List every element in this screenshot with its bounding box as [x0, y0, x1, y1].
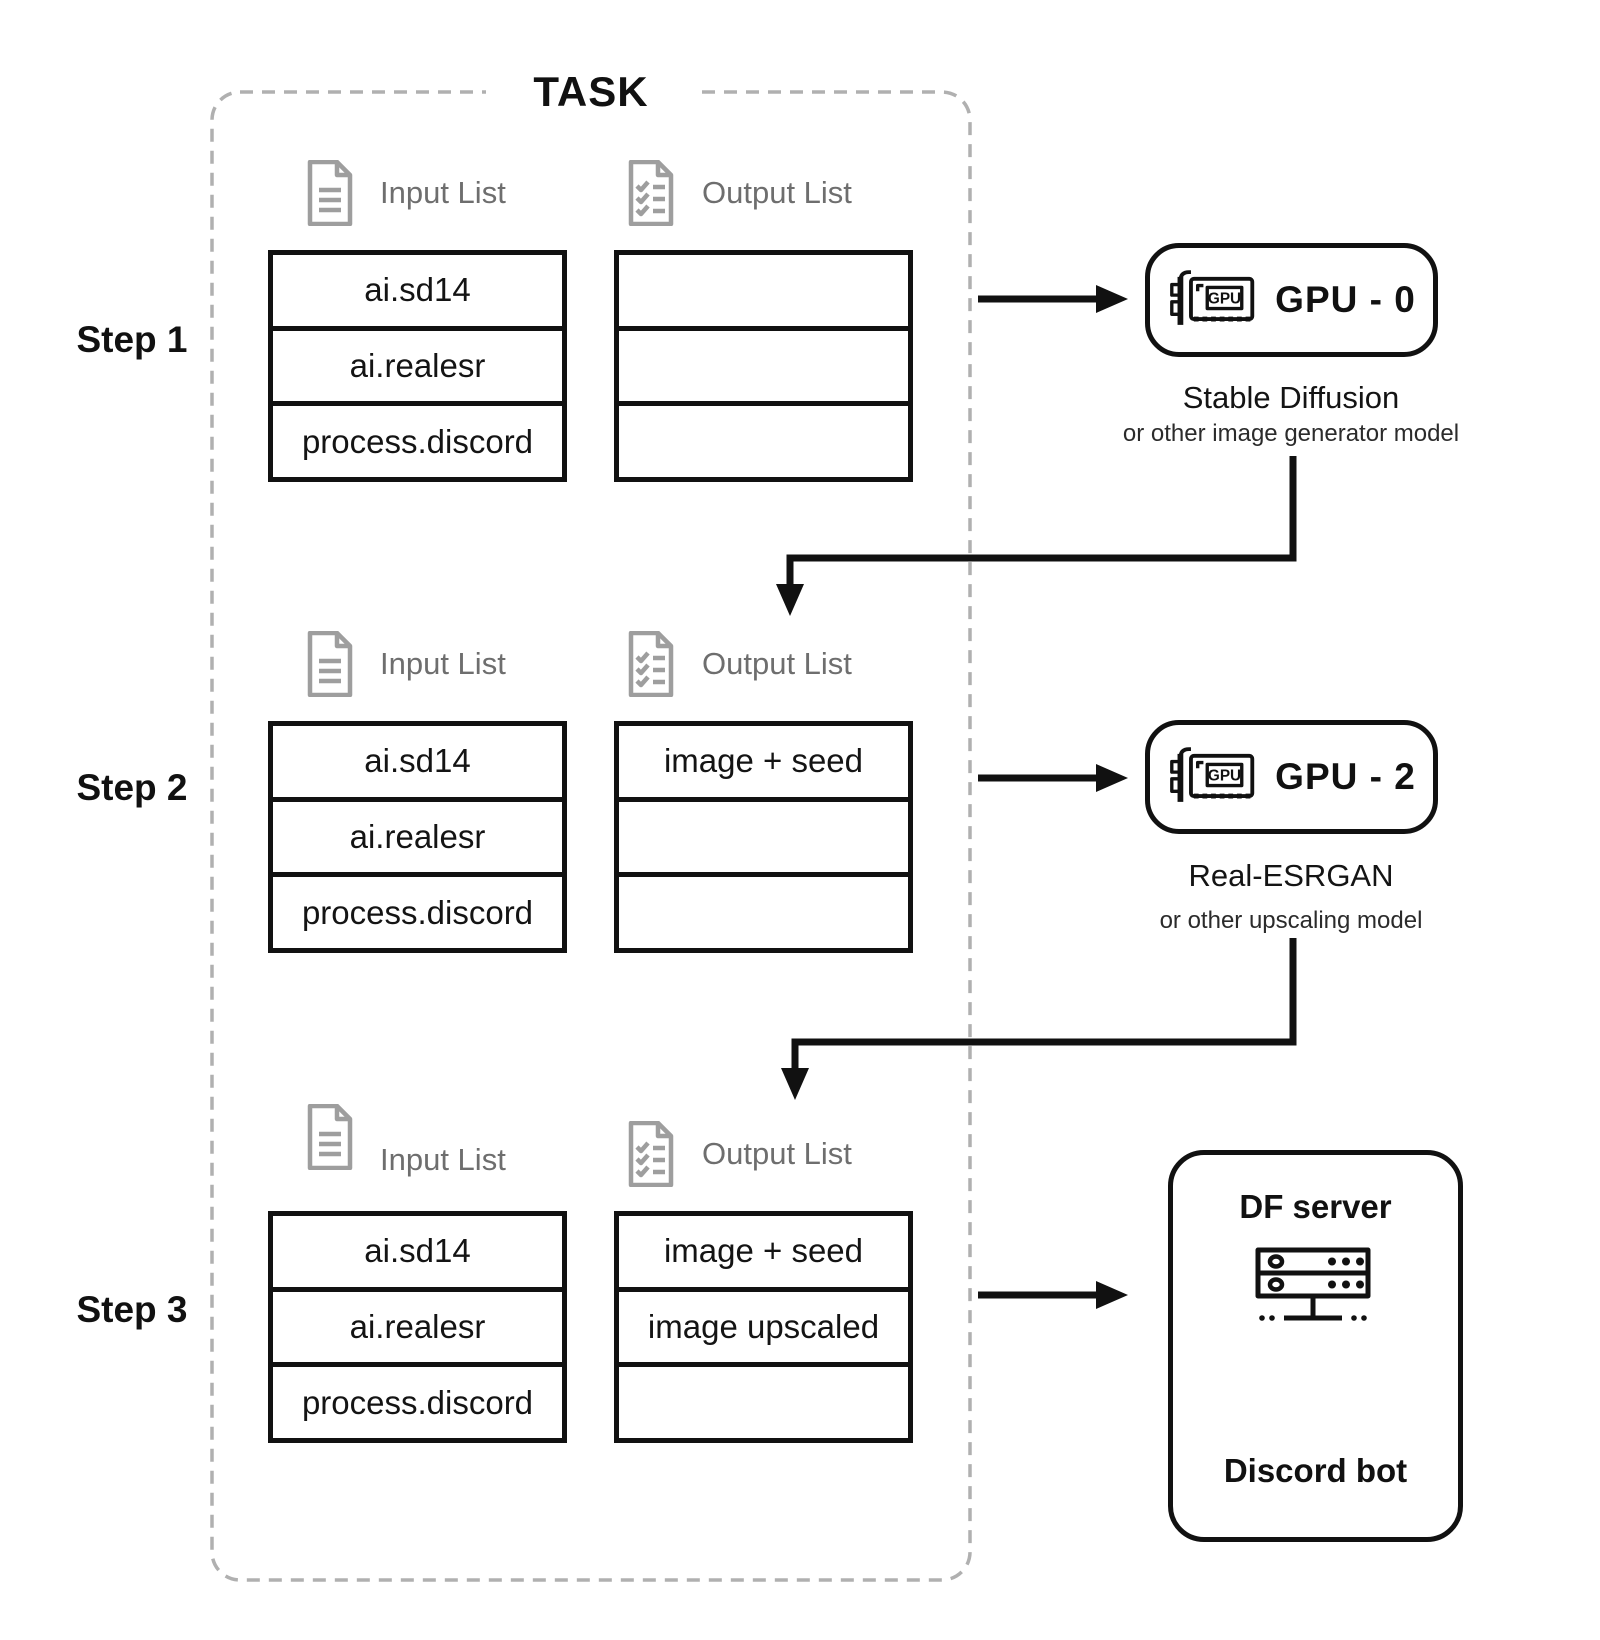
gpu0-node: GPU GPU - 0	[1145, 243, 1438, 357]
task-title: TASK	[486, 66, 696, 118]
df-server-box	[1168, 1150, 1463, 1542]
gpu2-node: GPU GPU - 2	[1145, 720, 1438, 834]
list-item	[619, 255, 908, 326]
df-server-title: DF server	[1239, 1188, 1392, 1225]
list-item: ai.sd14	[273, 1216, 562, 1287]
input-list-label: Input List	[380, 175, 506, 210]
list-item: image + seed	[619, 1216, 908, 1287]
list-item	[619, 325, 908, 402]
list-item: process.discord	[273, 401, 562, 478]
arrow-step1-to-gpu0	[978, 285, 1128, 313]
step3-output-list: image + seed image upscaled	[614, 1211, 913, 1443]
output-list-label: Output List	[702, 1136, 852, 1171]
gpu-card-icon: GPU	[1167, 267, 1259, 334]
list-item: ai.realesr	[273, 1286, 562, 1363]
step3-input-list: ai.sd14 ai.realesr process.discord	[268, 1211, 567, 1443]
list-item: ai.realesr	[273, 796, 562, 873]
document-icon	[306, 630, 354, 702]
gpu-card-icon: GPU	[1167, 744, 1259, 811]
arrow-step2-to-gpu2	[978, 764, 1128, 792]
gpu2-model-subtitle: or other upscaling model	[1159, 907, 1423, 934]
list-item	[619, 872, 908, 949]
step2-input-list: ai.sd14 ai.realesr process.discord	[268, 721, 567, 953]
gpu0-model-title: Stable Diffusion	[1182, 380, 1400, 415]
step2-label: Step 2	[76, 767, 188, 808]
list-item: image upscaled	[619, 1286, 908, 1363]
step1-output-list	[614, 250, 913, 482]
arrow-gpu0-to-step2	[776, 456, 1297, 616]
input-list-label: Input List	[380, 646, 506, 681]
list-item	[619, 401, 908, 478]
checklist-icon	[627, 630, 675, 702]
document-icon	[306, 159, 354, 231]
list-item	[619, 1362, 908, 1439]
checklist-icon	[627, 1120, 675, 1192]
step1-label: Step 1	[76, 319, 188, 360]
arrow-step3-to-server	[978, 1281, 1128, 1309]
arrow-gpu2-to-step3	[781, 938, 1297, 1100]
gpu0-name: GPU - 0	[1275, 279, 1416, 320]
svg-text:GPU: GPU	[1208, 767, 1241, 784]
input-list-label: Input List	[380, 1142, 506, 1177]
list-item: process.discord	[273, 1362, 562, 1439]
discord-bot-label: Discord bot	[1223, 1452, 1408, 1489]
list-item: ai.sd14	[273, 255, 562, 326]
document-icon	[306, 1103, 354, 1175]
output-list-label: Output List	[702, 175, 852, 210]
step2-output-list: image + seed	[614, 721, 913, 953]
list-item	[619, 796, 908, 873]
list-item: process.discord	[273, 872, 562, 949]
list-item: ai.realesr	[273, 325, 562, 402]
step3-label: Step 3	[76, 1289, 188, 1330]
server-rack-icon	[1240, 1244, 1390, 1335]
list-item: image + seed	[619, 726, 908, 797]
gpu0-model-subtitle: or other image generator model	[1122, 420, 1460, 447]
gpu2-model-title: Real-ESRGAN	[1188, 858, 1394, 893]
task-container-border	[210, 90, 972, 1582]
output-list-label: Output List	[702, 646, 852, 681]
step1-input-list: ai.sd14 ai.realesr process.discord	[268, 250, 567, 482]
gpu2-name: GPU - 2	[1275, 756, 1416, 797]
list-item: ai.sd14	[273, 726, 562, 797]
svg-text:GPU: GPU	[1208, 290, 1241, 307]
checklist-icon	[627, 159, 675, 231]
